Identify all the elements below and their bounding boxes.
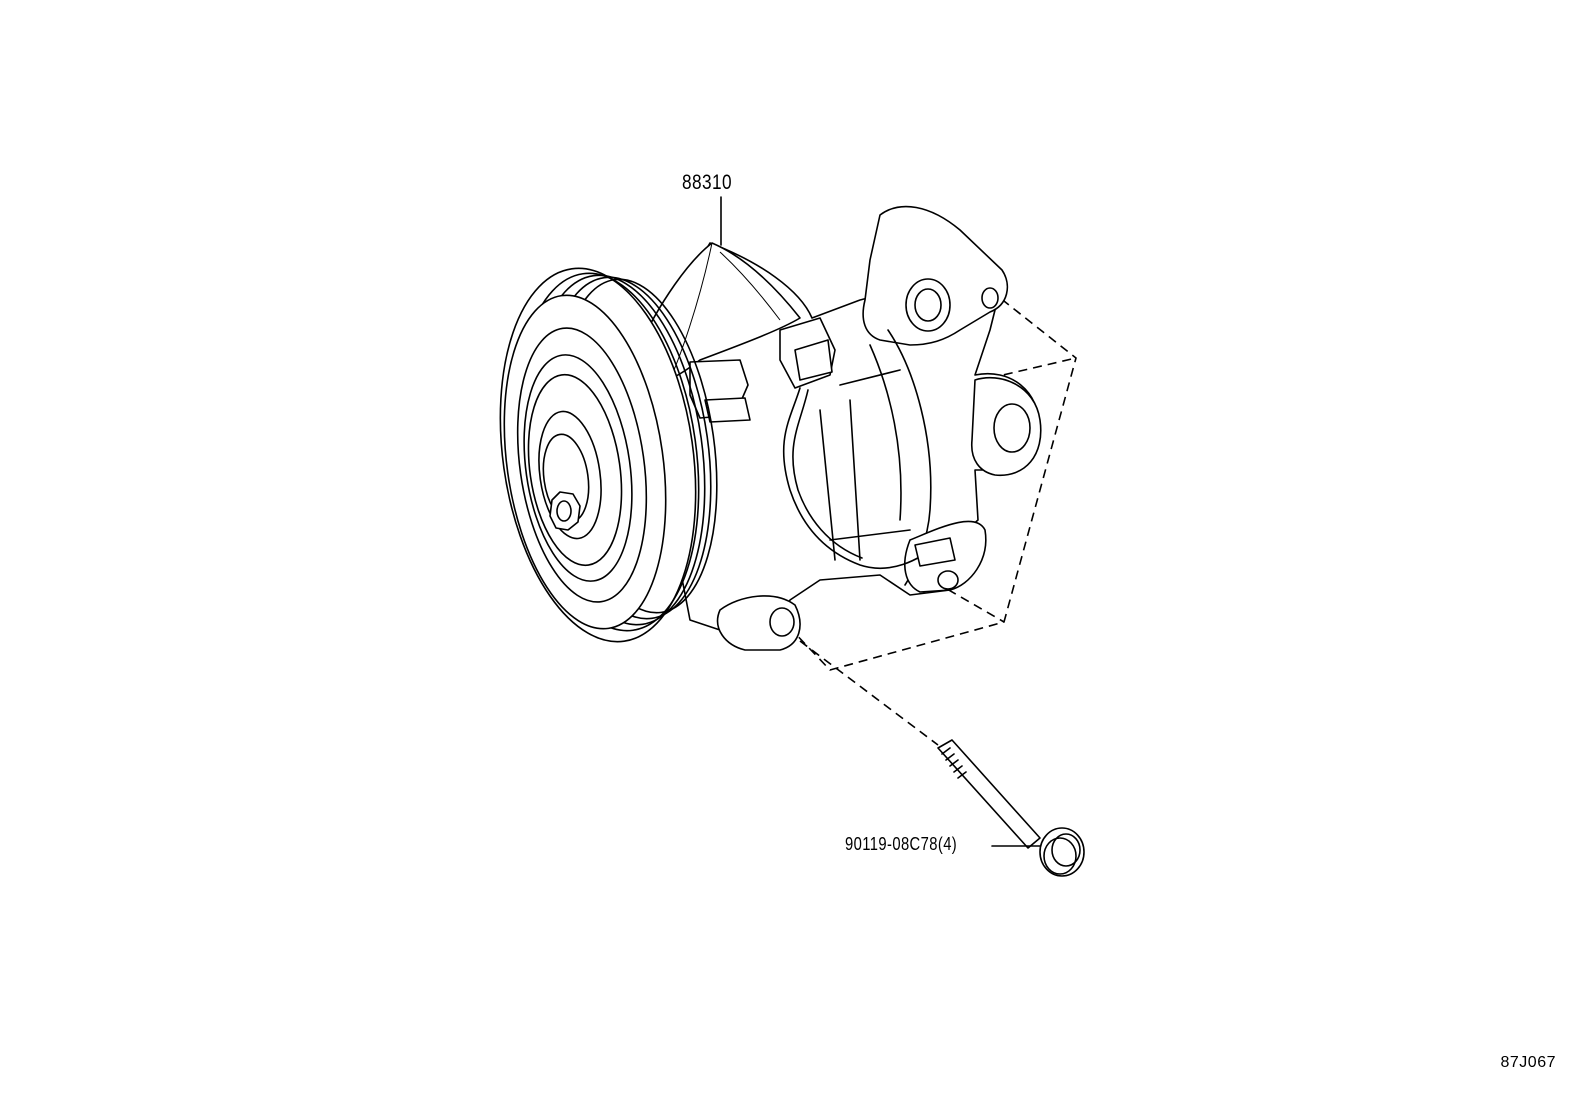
callout-leaders [720,196,1041,847]
compressor-part-number[interactable]: 88310 [682,171,732,194]
compressor-body [634,205,1042,651]
figure-code: 87J067 [1500,1054,1556,1071]
bolt-part-number[interactable]: 90119-08C78(4) [845,834,958,854]
compressor-pulley [499,267,718,643]
mounting-bolt [937,739,1085,877]
